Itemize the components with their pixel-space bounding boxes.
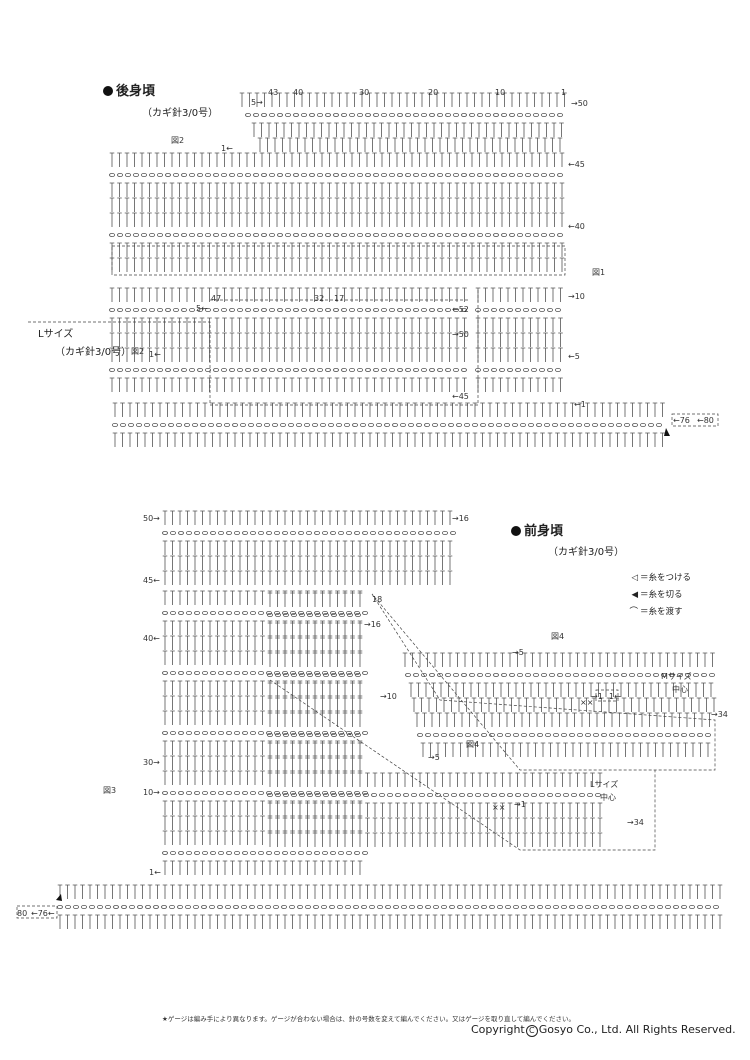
label-box bbox=[671, 413, 719, 427]
front-hook: （カギ針3/0号） bbox=[548, 547, 625, 558]
row-label: ←80 bbox=[697, 416, 714, 425]
legend-item: ◀＝糸を切る bbox=[618, 587, 691, 604]
legend-item: ⌒＝糸を渡す bbox=[618, 604, 691, 621]
row-label: 1← bbox=[609, 692, 621, 701]
front-msize: Mサイズ bbox=[661, 672, 692, 681]
outline-path bbox=[371, 593, 716, 771]
col-number: 43 bbox=[268, 88, 279, 97]
row-label: 1← bbox=[149, 868, 161, 877]
back-fig-l: 図2 bbox=[131, 347, 145, 356]
row-label: ←1 bbox=[574, 400, 586, 409]
row-label: →10 bbox=[380, 692, 397, 701]
row-label: →1 bbox=[591, 692, 603, 701]
label-box bbox=[16, 905, 58, 919]
row-label: ×× bbox=[580, 698, 594, 707]
stitch-grid bbox=[57, 92, 723, 929]
back-fig-right: 図1 bbox=[592, 268, 606, 277]
back-lsize: Lサイズ bbox=[38, 329, 74, 340]
l-col-number: 32 bbox=[314, 294, 325, 303]
row-label: →16 bbox=[364, 620, 381, 629]
front-fig3: 図3 bbox=[103, 786, 117, 795]
legend-item: ◁＝糸をつける bbox=[618, 570, 691, 587]
row-label: →50 bbox=[452, 330, 469, 339]
front-title: 前身頃 bbox=[511, 520, 563, 539]
row-label: →1 bbox=[514, 800, 526, 809]
row-label: 5→ bbox=[251, 98, 263, 107]
row-label: 10→ bbox=[143, 788, 160, 797]
col-number: 1 bbox=[561, 88, 567, 97]
front-lsize-center: 中心 bbox=[600, 793, 616, 802]
row-label: ←40 bbox=[568, 222, 585, 231]
row-label: 30→ bbox=[143, 758, 160, 767]
l-col-number: 47 bbox=[211, 294, 222, 303]
label-box bbox=[595, 689, 619, 702]
row-label: 50→ bbox=[143, 514, 160, 523]
col-number: 20 bbox=[428, 88, 439, 97]
outline-path bbox=[111, 245, 566, 276]
front-msize-center: 中心 bbox=[672, 685, 688, 694]
row-label: ←76← bbox=[31, 909, 55, 918]
size-outlines bbox=[16, 245, 719, 919]
row-label: →34 bbox=[711, 710, 728, 719]
row-label: ←45 bbox=[452, 392, 469, 401]
back-title: 後身頃 bbox=[103, 80, 155, 99]
join-yarn-icon: ◁ bbox=[631, 573, 638, 583]
back-hook: （カギ針3/0号） bbox=[142, 108, 219, 119]
bullet-icon bbox=[511, 526, 521, 536]
back-fig-top: 図2 bbox=[171, 136, 185, 145]
row-label: ←45 bbox=[568, 160, 585, 169]
bullet-icon bbox=[103, 86, 113, 96]
cut-yarn-icon: ◀ bbox=[631, 590, 638, 600]
row-label: 80 bbox=[17, 909, 28, 918]
outline-path bbox=[28, 290, 479, 406]
l-col-number: 17 bbox=[334, 294, 345, 303]
col-number: 30 bbox=[359, 88, 370, 97]
row-label: →5 bbox=[428, 753, 440, 762]
row-label: ←5 bbox=[568, 352, 580, 361]
gauge-note: ★ゲージは編み手により異なります。ゲージが合わない場合は、針の号数を変えて編んで… bbox=[162, 1015, 575, 1023]
legend: ◁＝糸をつける ◀＝糸を切る ⌒＝糸を渡す bbox=[618, 570, 691, 621]
row-label: →16 bbox=[452, 514, 469, 523]
row-label: 1← bbox=[149, 350, 161, 359]
row-label: 18 bbox=[372, 595, 383, 604]
stitch-symbols bbox=[57, 92, 723, 929]
copyright-symbol: C bbox=[525, 1025, 538, 1037]
outline-path bbox=[269, 679, 656, 851]
row-label: ←76 bbox=[673, 416, 690, 425]
carry-yarn-icon: ⌒ bbox=[629, 607, 638, 617]
front-fig4b: 図4 bbox=[466, 740, 480, 749]
row-label: ×× bbox=[492, 803, 506, 812]
row-label: →5 bbox=[512, 648, 524, 657]
row-label: ←52 bbox=[452, 305, 469, 314]
front-lsize: Lサイズ bbox=[590, 780, 619, 789]
row-label: →10 bbox=[568, 292, 585, 301]
row-label: 1← bbox=[221, 144, 233, 153]
front-fig4a: 図4 bbox=[551, 632, 565, 641]
row-label: →34 bbox=[627, 818, 644, 827]
row-label: →50 bbox=[571, 99, 588, 108]
col-number: 10 bbox=[495, 88, 506, 97]
col-number: 40 bbox=[293, 88, 304, 97]
row-label: 5← bbox=[196, 304, 208, 313]
row-label: 45← bbox=[143, 576, 160, 585]
back-lsize-hook: （カギ針3/0号） bbox=[55, 347, 132, 358]
row-label: 40← bbox=[143, 634, 160, 643]
